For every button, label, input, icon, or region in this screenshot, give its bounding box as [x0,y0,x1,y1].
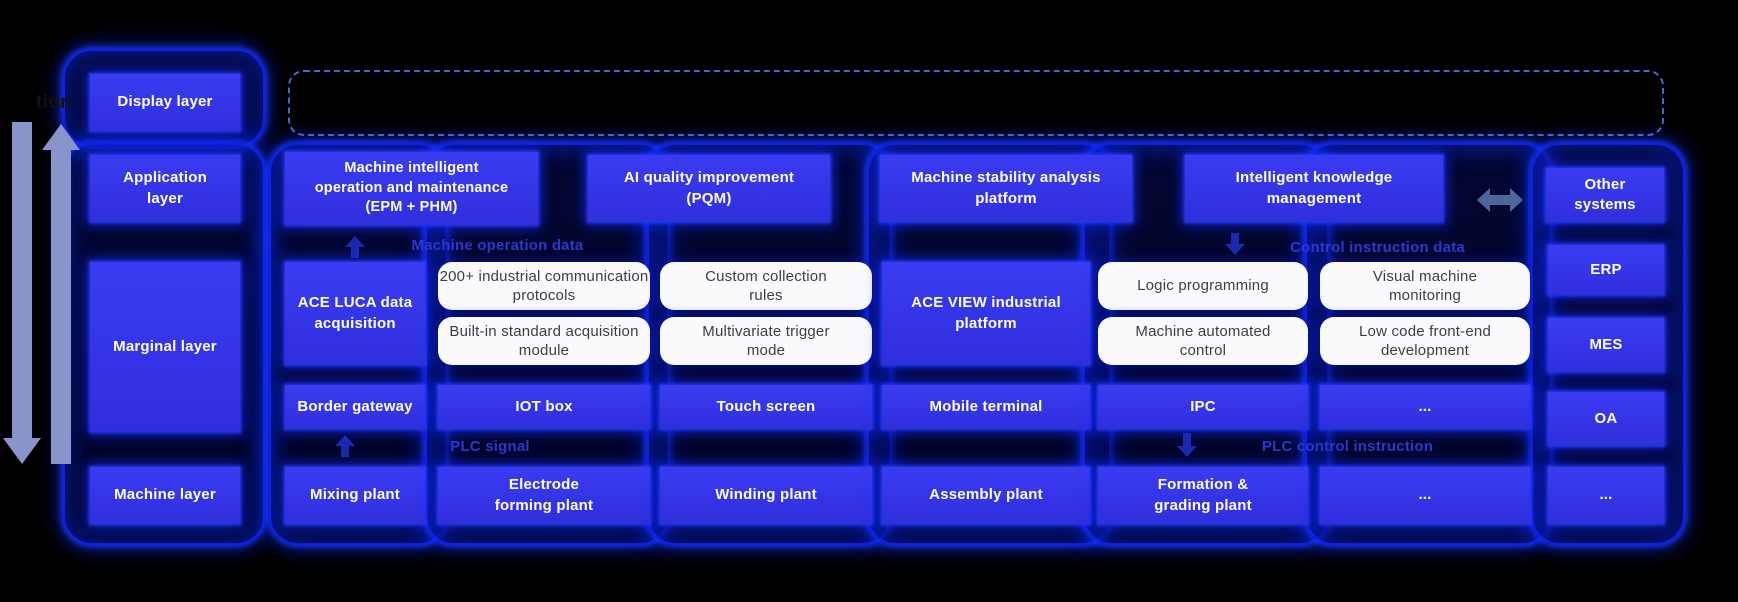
feature-acquisition-module-label: Built-in standard acquisition module [449,322,639,360]
other-system-oa-label: OA [1594,409,1618,427]
plant-mixing: Mixing plant [285,467,425,524]
feature-acquisition-module: Built-in standard acquisition module [438,317,650,365]
feature-visual-monitoring-label: Visual machine monitoring [1372,267,1478,305]
ace-view-label: ACE VIEW industrial platform [911,294,1061,332]
other-system-mes: MES [1548,318,1664,372]
plant-assembly-label: Assembly plant [929,486,1043,504]
plant-formation-grading: Formation & grading plant [1098,467,1308,524]
layer-machine-label: Machine layer [114,486,216,504]
feature-protocols: 200+ industrial communication protocols [438,262,650,310]
terminal-touch-screen: Touch screen [660,385,872,429]
layer-machine: Machine layer [90,467,240,524]
feature-visual-monitoring: Visual machine monitoring [1320,262,1530,310]
other-system-erp: ERP [1548,245,1664,295]
plant-winding-label: Winding plant [715,486,817,504]
terminal-border-gateway: Border gateway [285,385,425,429]
dashed-connector-rect [288,70,1664,136]
terminal-ipc-label: IPC [1190,397,1216,415]
big-up-arrow-icon [42,124,80,464]
app-box-pqm: AI quality improvement (PQM) [588,155,830,222]
double-headed-arrow-icon [1477,188,1523,212]
feature-collection-rules: Custom collection rules [660,262,872,310]
plant-mixing-label: Mixing plant [310,486,400,504]
other-system-erp-label: ERP [1590,260,1622,278]
feature-trigger-mode-label: Multivariate trigger mode [702,322,830,360]
feature-low-code-label: Low code front-end development [1358,322,1491,360]
feature-protocols-label: 200+ industrial communication protocols [439,267,649,305]
app-box-epm-phm: Machine intelligent operation and mainte… [285,152,538,225]
terminal-border-gateway-label: Border gateway [297,397,413,415]
down-arrow-icon [1225,233,1245,255]
plant-electrode-forming: Electrode forming plant [438,467,650,524]
app-box-epm-phm-label: Machine intelligent operation and mainte… [314,160,509,216]
terminal-touch-screen-label: Touch screen [716,397,816,415]
app-box-stability-label: Machine stability analysis platform [911,169,1101,207]
terminal-mobile-terminal: Mobile terminal [882,385,1090,429]
terminal-ellipsis-label: ... [1418,397,1432,415]
terminal-ellipsis: ... [1320,385,1530,429]
up-arrow-icon [335,435,355,457]
ace-view-box: ACE VIEW industrial platform [882,262,1090,365]
app-box-knowledge-label: Intelligent knowledge management [1235,169,1393,207]
plant-winding: Winding plant [660,467,872,524]
terminal-ipc: IPC [1098,385,1308,429]
other-system-ellipsis: ... [1548,467,1664,524]
plant-electrode-forming-label: Electrode forming plant [494,476,594,514]
label-machine-operation-data: Machine operation data [411,237,584,254]
feature-automated-control-label: Machine automated control [1135,322,1271,360]
layer-application: Application layer [90,155,240,222]
label-plc-signal: PLC signal [450,438,530,455]
other-systems-label: Other systems [1574,175,1636,213]
layer-marginal: Marginal layer [90,262,240,432]
plant-ellipsis: ... [1320,467,1530,524]
feature-collection-rules-label: Custom collection rules [705,267,827,305]
app-box-stability: Machine stability analysis platform [880,155,1132,222]
app-box-pqm-label: AI quality improvement (PQM) [623,169,795,207]
big-down-arrow-icon [3,122,41,464]
feature-logic-programming-label: Logic programming [1137,277,1269,295]
feature-automated-control: Machine automated control [1098,317,1308,365]
plant-assembly: Assembly plant [882,467,1090,524]
ace-luca-label: ACE LUCA data acquisition [297,294,413,332]
terminal-mobile-terminal-label: Mobile terminal [929,397,1043,415]
other-system-ellipsis-label: ... [1599,486,1613,504]
feature-low-code: Low code front-end development [1320,317,1530,365]
other-systems-box: Other systems [1546,168,1664,222]
other-system-mes-label: MES [1589,335,1623,353]
label-plc-control-instruction: PLC control instruction [1261,438,1434,455]
plant-ellipsis-label: ... [1418,486,1432,504]
ace-luca-box: ACE LUCA data acquisition [285,262,425,365]
feature-trigger-mode: Multivariate trigger mode [660,317,872,365]
up-arrow-icon [345,236,365,258]
label-control-instruction-data: Control instruction data [1290,239,1465,256]
terminal-iot-box: IOT box [438,385,650,429]
terminal-iot-box-label: IOT box [515,397,573,415]
feature-logic-programming: Logic programming [1098,262,1308,310]
layer-marginal-label: Marginal layer [113,337,217,355]
plant-formation-grading-label: Formation & grading plant [1154,476,1252,514]
layer-display-label: Display layer [117,93,213,111]
layer-display: Display layer [90,74,240,131]
other-system-oa: OA [1548,392,1664,446]
down-arrow-icon [1177,433,1197,457]
partial-edge-label: tion [36,92,73,113]
app-box-knowledge: Intelligent knowledge management [1185,155,1443,222]
layer-application-label: Application layer [123,169,207,207]
